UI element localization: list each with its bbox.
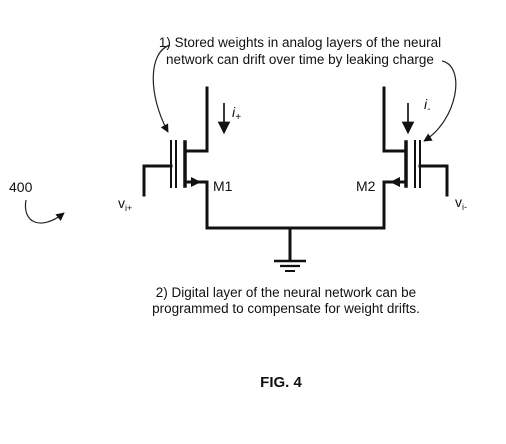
annotation-digital-compensation-line1: 2) Digital layer of the neural network c…: [156, 285, 416, 300]
annotation-analog-drift-line2: network can drift over time by leaking c…: [166, 52, 434, 67]
figure-caption: FIG. 4: [260, 374, 302, 391]
ground-icon: [274, 259, 306, 272]
current-label-plus: i+: [232, 104, 241, 123]
current-label-minus: i-: [424, 96, 431, 115]
transistor-m2: [382, 86, 449, 230]
label-m2: M2: [356, 178, 376, 194]
m2-source-arrow: [390, 177, 400, 187]
reference-arrow: [24, 199, 65, 224]
annotation-analog-drift-line1: 1) Stored weights in analog layers of th…: [159, 35, 441, 50]
input-label-minus: vi-: [455, 194, 467, 212]
transistor-m1: [142, 86, 209, 230]
m1-source-arrow: [191, 177, 201, 187]
annotation-digital-compensation-line2: programmed to compensate for weight drif…: [152, 301, 420, 316]
label-m1: M1: [213, 178, 233, 194]
leader-arrow-right: [423, 60, 457, 142]
input-label-plus: vi+: [118, 195, 132, 213]
leader-arrow-left: [152, 44, 171, 133]
reference-numeral: 400: [9, 179, 33, 195]
